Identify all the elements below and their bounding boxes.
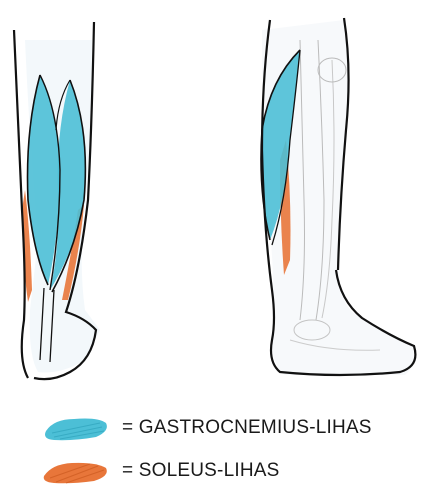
legend-row-gastrocnemius: = GASTROCNEMIUS-LIHAS [40, 412, 372, 444]
gastrocnemius-swatch [40, 413, 112, 443]
soleus-swatch [40, 456, 112, 486]
leg-drawings [0, 0, 422, 400]
posterior-leg-view [14, 22, 100, 379]
lateral-leg-view [261, 18, 415, 375]
legend-row-soleus: = SOLEUS-LIHAS [40, 455, 280, 487]
legend-label-gastrocnemius: = GASTROCNEMIUS-LIHAS [122, 417, 372, 439]
legend-label-soleus: = SOLEUS-LIHAS [122, 460, 280, 482]
